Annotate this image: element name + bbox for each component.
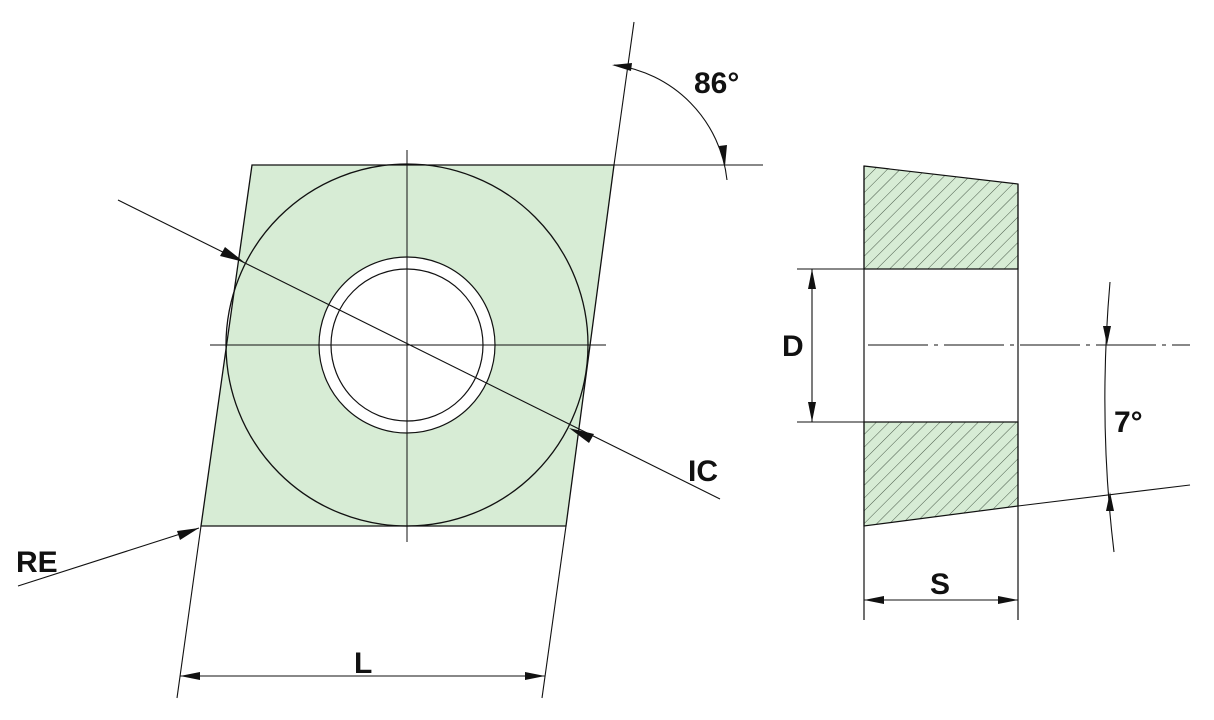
angle-7-arrow-top xyxy=(1103,326,1111,345)
side-view: D S 7° xyxy=(782,165,1191,620)
label-re: RE xyxy=(16,546,58,579)
clearance-extension xyxy=(1017,484,1191,507)
s-arrow-right xyxy=(998,596,1018,604)
angle-86-arc xyxy=(613,64,728,181)
label-s: S xyxy=(930,568,950,601)
angle-7-arrow-bottom xyxy=(1106,492,1114,511)
top-view: 86° IC RE L xyxy=(16,21,763,699)
ic-arrow-upper xyxy=(220,247,244,262)
section-lower xyxy=(863,421,1019,527)
angle-86-arrow-end xyxy=(719,145,727,166)
label-d: D xyxy=(782,330,804,363)
label-7-deg: 7° xyxy=(1114,406,1143,439)
label-l: L xyxy=(354,647,372,680)
l-extension-right xyxy=(541,525,567,699)
re-arrow xyxy=(177,528,199,540)
angle-86-arrow-start xyxy=(612,63,632,71)
l-extension-left xyxy=(176,525,202,699)
ic-leader-line xyxy=(117,199,721,500)
label-86-deg: 86° xyxy=(694,67,739,100)
l-arrow-left xyxy=(180,672,200,680)
d-arrow-top xyxy=(808,269,816,289)
d-arrow-bottom xyxy=(808,402,816,422)
label-ic: IC xyxy=(688,455,718,488)
re-leader-line xyxy=(17,527,200,587)
ic-arrow-lower xyxy=(569,428,594,443)
s-arrow-left xyxy=(864,596,884,604)
section-upper xyxy=(863,165,1019,270)
angle-extension-edge xyxy=(613,21,635,166)
angle-7-arc xyxy=(1104,281,1115,553)
l-arrow-right xyxy=(525,672,545,680)
